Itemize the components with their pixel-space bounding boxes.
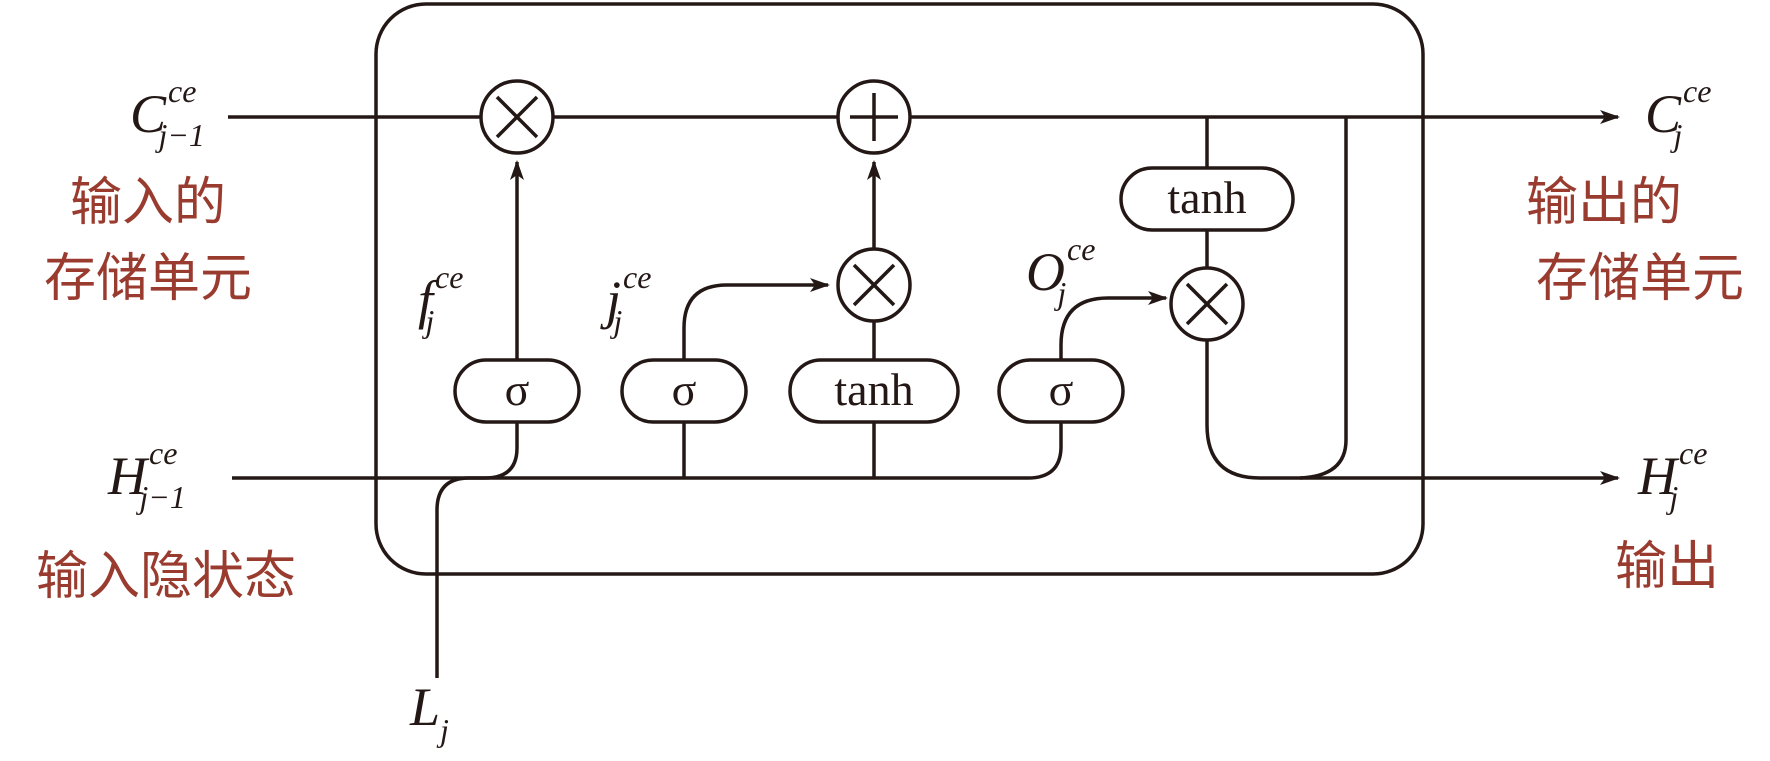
- multiply-operator-output: [1169, 266, 1245, 342]
- hidden-state-line: [232, 420, 1063, 480]
- sigma-label: σ: [1049, 364, 1074, 415]
- sigma-label: σ: [505, 364, 530, 415]
- tanh-label: tanh: [1167, 172, 1246, 223]
- output-cell-annotation-line1: 输出的: [1526, 173, 1682, 233]
- multiply3-to-hidden-output: [1205, 340, 1300, 480]
- multiply-operator-input: [836, 247, 912, 323]
- sigma-box-input: σ: [620, 358, 748, 424]
- cell-frame: [374, 2, 1425, 576]
- sigma-box-forget: σ: [453, 358, 581, 424]
- cell-state-branch: [1299, 117, 1348, 480]
- input-l-line: [435, 422, 519, 678]
- input-gate-arrow: [682, 278, 830, 360]
- input-cell-annotation-line2: 存储单元: [44, 249, 252, 309]
- multiply-operator-forget: [479, 79, 555, 155]
- tanh-box-candidate: tanh: [788, 358, 960, 424]
- output-annotation: 输出: [1615, 537, 1719, 597]
- output-gate-arrow: [1059, 291, 1168, 360]
- input-hidden-annotation: 输入隐状态: [36, 547, 296, 607]
- tanh-box-output: tanh: [1119, 166, 1295, 232]
- add-operator: [836, 79, 912, 155]
- sigma-box-output: σ: [997, 358, 1125, 424]
- tanh-label: tanh: [834, 364, 913, 415]
- input-l-label: Lj: [409, 677, 449, 748]
- input-cell-annotation-line1: 输入的: [70, 173, 226, 233]
- output-cell-annotation-line2: 存储单元: [1536, 249, 1744, 309]
- sigma-label: σ: [672, 364, 697, 415]
